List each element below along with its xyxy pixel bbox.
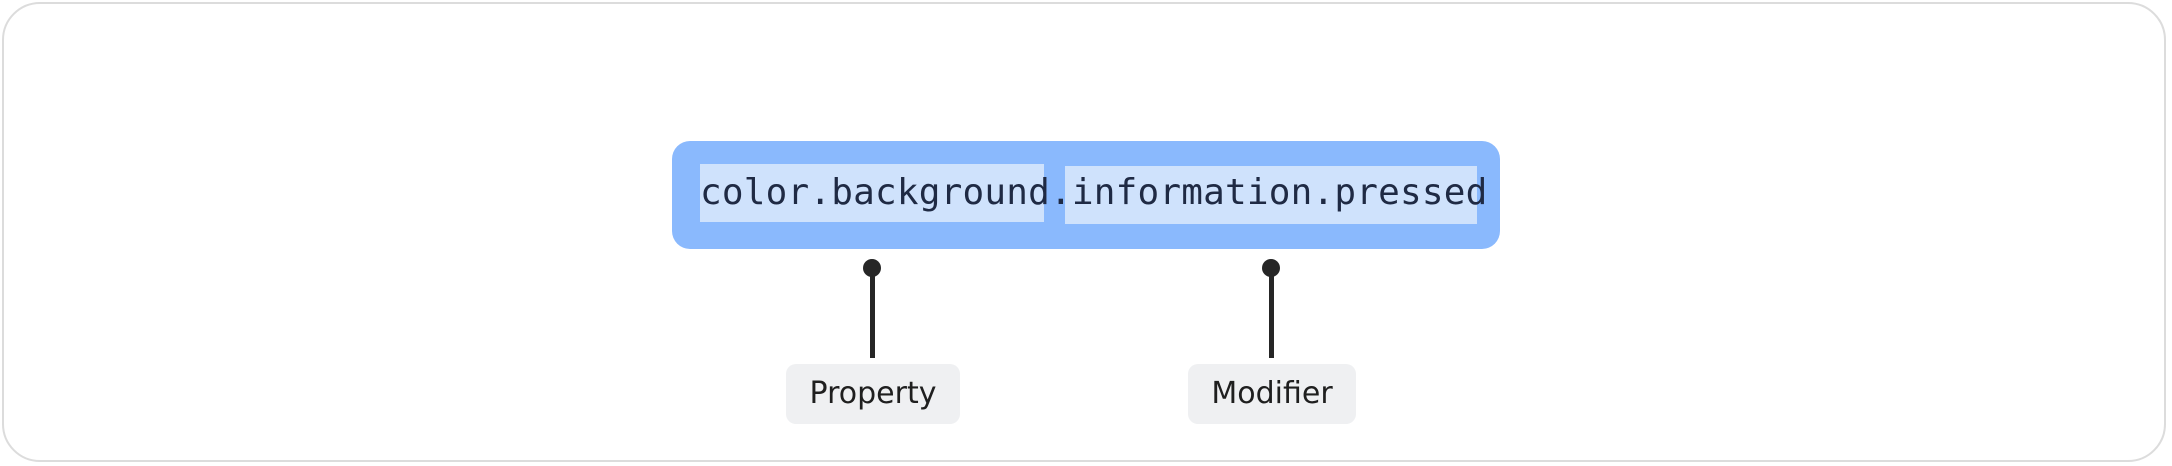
token-name: color.background.information.pressed: [700, 164, 1487, 222]
modifier-connector-dot: [1262, 259, 1280, 277]
token-separator: .: [1049, 172, 1072, 213]
property-label: Property: [786, 364, 960, 424]
modifier-label: Modifier: [1188, 364, 1356, 424]
token-modifier-part: information.pressed: [1071, 172, 1488, 213]
property-segment-highlight: [700, 164, 1044, 222]
property-connector-line: [870, 270, 875, 358]
token-property-part: color.background: [700, 172, 1050, 213]
property-connector-dot: [863, 259, 881, 277]
modifier-connector-line: [1269, 270, 1274, 358]
modifier-segment-highlight: [1065, 166, 1477, 224]
